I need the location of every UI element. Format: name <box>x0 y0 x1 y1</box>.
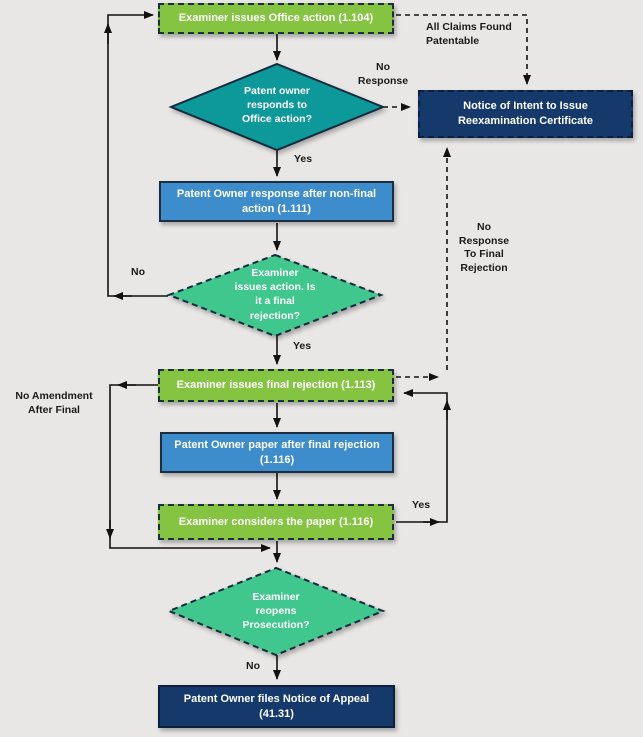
node-paper-after-final: Patent Owner paper after final rejection… <box>160 432 394 473</box>
edge-label-no-response: No Response <box>357 61 409 87</box>
label-responds-decision: Patent owner responds to Office action? <box>241 85 312 126</box>
dashed-edges <box>383 14 531 381</box>
edge-label-no-amendment: No Amendment After Final <box>15 390 93 416</box>
diamond-responds <box>168 62 386 152</box>
edge-label-no-response-final: No Response To Final Rejection <box>458 221 510 274</box>
node-considers-paper: Examiner considers the paper (1.116) <box>158 504 394 540</box>
solid-edges <box>104 11 451 680</box>
decision-shapes <box>166 62 386 657</box>
edge-considers-yes-path <box>396 389 448 523</box>
node-nonfinal-response: Patent Owner response after non-final ac… <box>159 181 394 222</box>
edge-label-all-claims-found: All Claims Found Patentable <box>426 21 512 47</box>
edge-label-no-final: No <box>131 266 145 278</box>
label-final-decision: Examiner issues action. Is it a final re… <box>234 267 316 322</box>
edge-label-yes-final: Yes <box>293 340 312 352</box>
diamond-final-rejection <box>166 253 384 338</box>
diamond-reopens <box>166 566 386 657</box>
edge-finaldecision-no-loop <box>107 11 168 297</box>
node-notice-of-appeal: Patent Owner files Notice of Appeal (41.… <box>158 685 395 728</box>
edge-label-yes-considers: Yes <box>412 499 431 511</box>
node-notice-of-intent: Notice of Intent to Issue Reexamination … <box>418 90 633 138</box>
edge-label-no-reopen: No <box>246 660 260 672</box>
label-reopens-decision: Examiner reopens Prosecution? <box>242 591 310 632</box>
edge-all-claims-found <box>396 14 531 85</box>
node-final-rejection: Examiner issues final rejection (1.113) <box>158 369 394 402</box>
node-office-action: Examiner issues Office action (1.104) <box>158 3 394 34</box>
edge-label-yes-responds: Yes <box>294 153 313 165</box>
